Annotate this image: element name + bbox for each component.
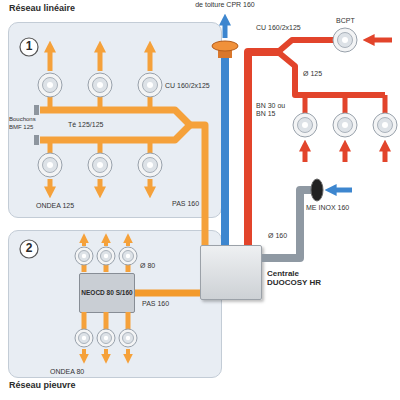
airflow-arrow bbox=[82, 240, 86, 246]
supply-duct bbox=[40, 125, 190, 140]
panel-heading: Réseau linéaire bbox=[9, 4, 209, 14]
exhaust-duct bbox=[221, 58, 229, 245]
extract-duct bbox=[248, 52, 280, 245]
diffuser-symbol bbox=[38, 153, 62, 177]
end-cap bbox=[34, 105, 39, 115]
supply-duct bbox=[84, 264, 128, 330]
diffuser-symbol bbox=[97, 247, 115, 265]
roof-outlet bbox=[212, 41, 238, 58]
extract-duct bbox=[305, 95, 385, 113]
panel-heading: Réseau pieuvre bbox=[9, 381, 209, 391]
diffuser-symbol bbox=[75, 247, 137, 347]
diffuser-symbol bbox=[138, 73, 162, 97]
airflow-arrow bbox=[148, 49, 153, 71]
extract-duct bbox=[278, 40, 333, 52]
airflow-arrow bbox=[343, 148, 348, 162]
box-label: NEOCD 80 S/160 bbox=[80, 274, 134, 312]
airflow-arrow bbox=[126, 349, 130, 357]
airflow-arrow bbox=[371, 38, 392, 43]
diffuser-symbol bbox=[333, 28, 357, 52]
diffuser-symbol bbox=[75, 247, 93, 265]
diffuser-symbol bbox=[38, 73, 62, 97]
roof-outlet bbox=[212, 41, 238, 51]
circle-outline bbox=[20, 38, 38, 56]
airflow-arrow bbox=[223, 22, 228, 38]
diffuser-symbol bbox=[38, 73, 162, 177]
diffuser-symbol bbox=[88, 73, 112, 97]
diffuser-symbol bbox=[88, 153, 112, 177]
end-cap bbox=[34, 105, 39, 145]
airflow-arrow bbox=[303, 148, 308, 162]
roof-outlet bbox=[218, 46, 232, 58]
airflow-arrow bbox=[148, 179, 153, 190]
diffuser-symbol bbox=[75, 329, 93, 347]
part-label: ME INOX 160 bbox=[306, 204, 349, 212]
diffuser-symbol bbox=[119, 247, 137, 265]
airflow-arrow bbox=[48, 179, 53, 190]
extract-duct bbox=[248, 40, 385, 245]
diffuser-symbol bbox=[293, 113, 317, 137]
supply-duct bbox=[50, 97, 150, 153]
diffuser-symbol bbox=[293, 28, 397, 137]
airflow-arrow bbox=[383, 148, 388, 162]
part-label: BCPT bbox=[336, 17, 355, 25]
wall-grille bbox=[311, 179, 323, 201]
airflow-arrow bbox=[333, 188, 352, 193]
supply-duct bbox=[40, 110, 190, 125]
network-panel: Réseau linéaire1 bbox=[8, 22, 222, 218]
airflow-arrow bbox=[48, 49, 53, 71]
airflow-arrow bbox=[223, 22, 228, 38]
diffuser-symbol bbox=[119, 329, 137, 347]
exhaust-duct bbox=[221, 58, 229, 245]
part-label: de toiture CPR 160 bbox=[175, 1, 275, 9]
part-label: Ø 160 bbox=[268, 232, 287, 240]
diffuser-symbol bbox=[373, 113, 397, 137]
callout-number: 1 bbox=[19, 37, 39, 57]
part-label: CU 160/2x125 bbox=[256, 24, 301, 32]
airflow-arrow bbox=[333, 188, 352, 193]
airflow-arrow bbox=[98, 179, 103, 190]
part-label: BN 30 ou BN 15 bbox=[256, 102, 292, 117]
supply-duct bbox=[40, 97, 205, 245]
diffuser-symbol bbox=[333, 113, 357, 137]
supply-duct bbox=[84, 264, 128, 330]
duct-connector bbox=[135, 290, 200, 297]
callout-number: 2 bbox=[19, 239, 39, 259]
circle-outline bbox=[20, 240, 38, 258]
airflow-arrow bbox=[84, 240, 128, 357]
airflow-arrow bbox=[98, 49, 103, 71]
intake-duct bbox=[262, 190, 312, 258]
wall-grille bbox=[311, 179, 323, 201]
network-panel: Réseau pieuvre2NEOCD 80 S/160 bbox=[8, 230, 222, 378]
airflow-arrow bbox=[104, 240, 108, 246]
supply-duct bbox=[188, 125, 205, 245]
airflow-arrow bbox=[104, 349, 108, 357]
callout-circle: 1 bbox=[19, 37, 39, 57]
unit-label: Centrale DUOCOSY HR bbox=[267, 270, 339, 288]
diffuser-symbol bbox=[97, 329, 115, 347]
extract-duct bbox=[278, 52, 385, 95]
distribution-box: NEOCD 80 S/160 bbox=[79, 273, 135, 313]
airflow-arrow bbox=[305, 40, 392, 162]
ventilation-unit: Centrale DUOCOSY HR bbox=[200, 245, 262, 300]
airflow-arrow bbox=[50, 49, 150, 190]
part-label: Ø 125 bbox=[303, 70, 322, 78]
end-cap bbox=[34, 135, 39, 145]
callout-circle: 2 bbox=[19, 239, 39, 259]
intake-duct bbox=[262, 190, 312, 258]
airflow-arrow bbox=[126, 240, 130, 246]
airflow-arrow bbox=[82, 349, 86, 357]
diffuser-symbol bbox=[138, 153, 162, 177]
